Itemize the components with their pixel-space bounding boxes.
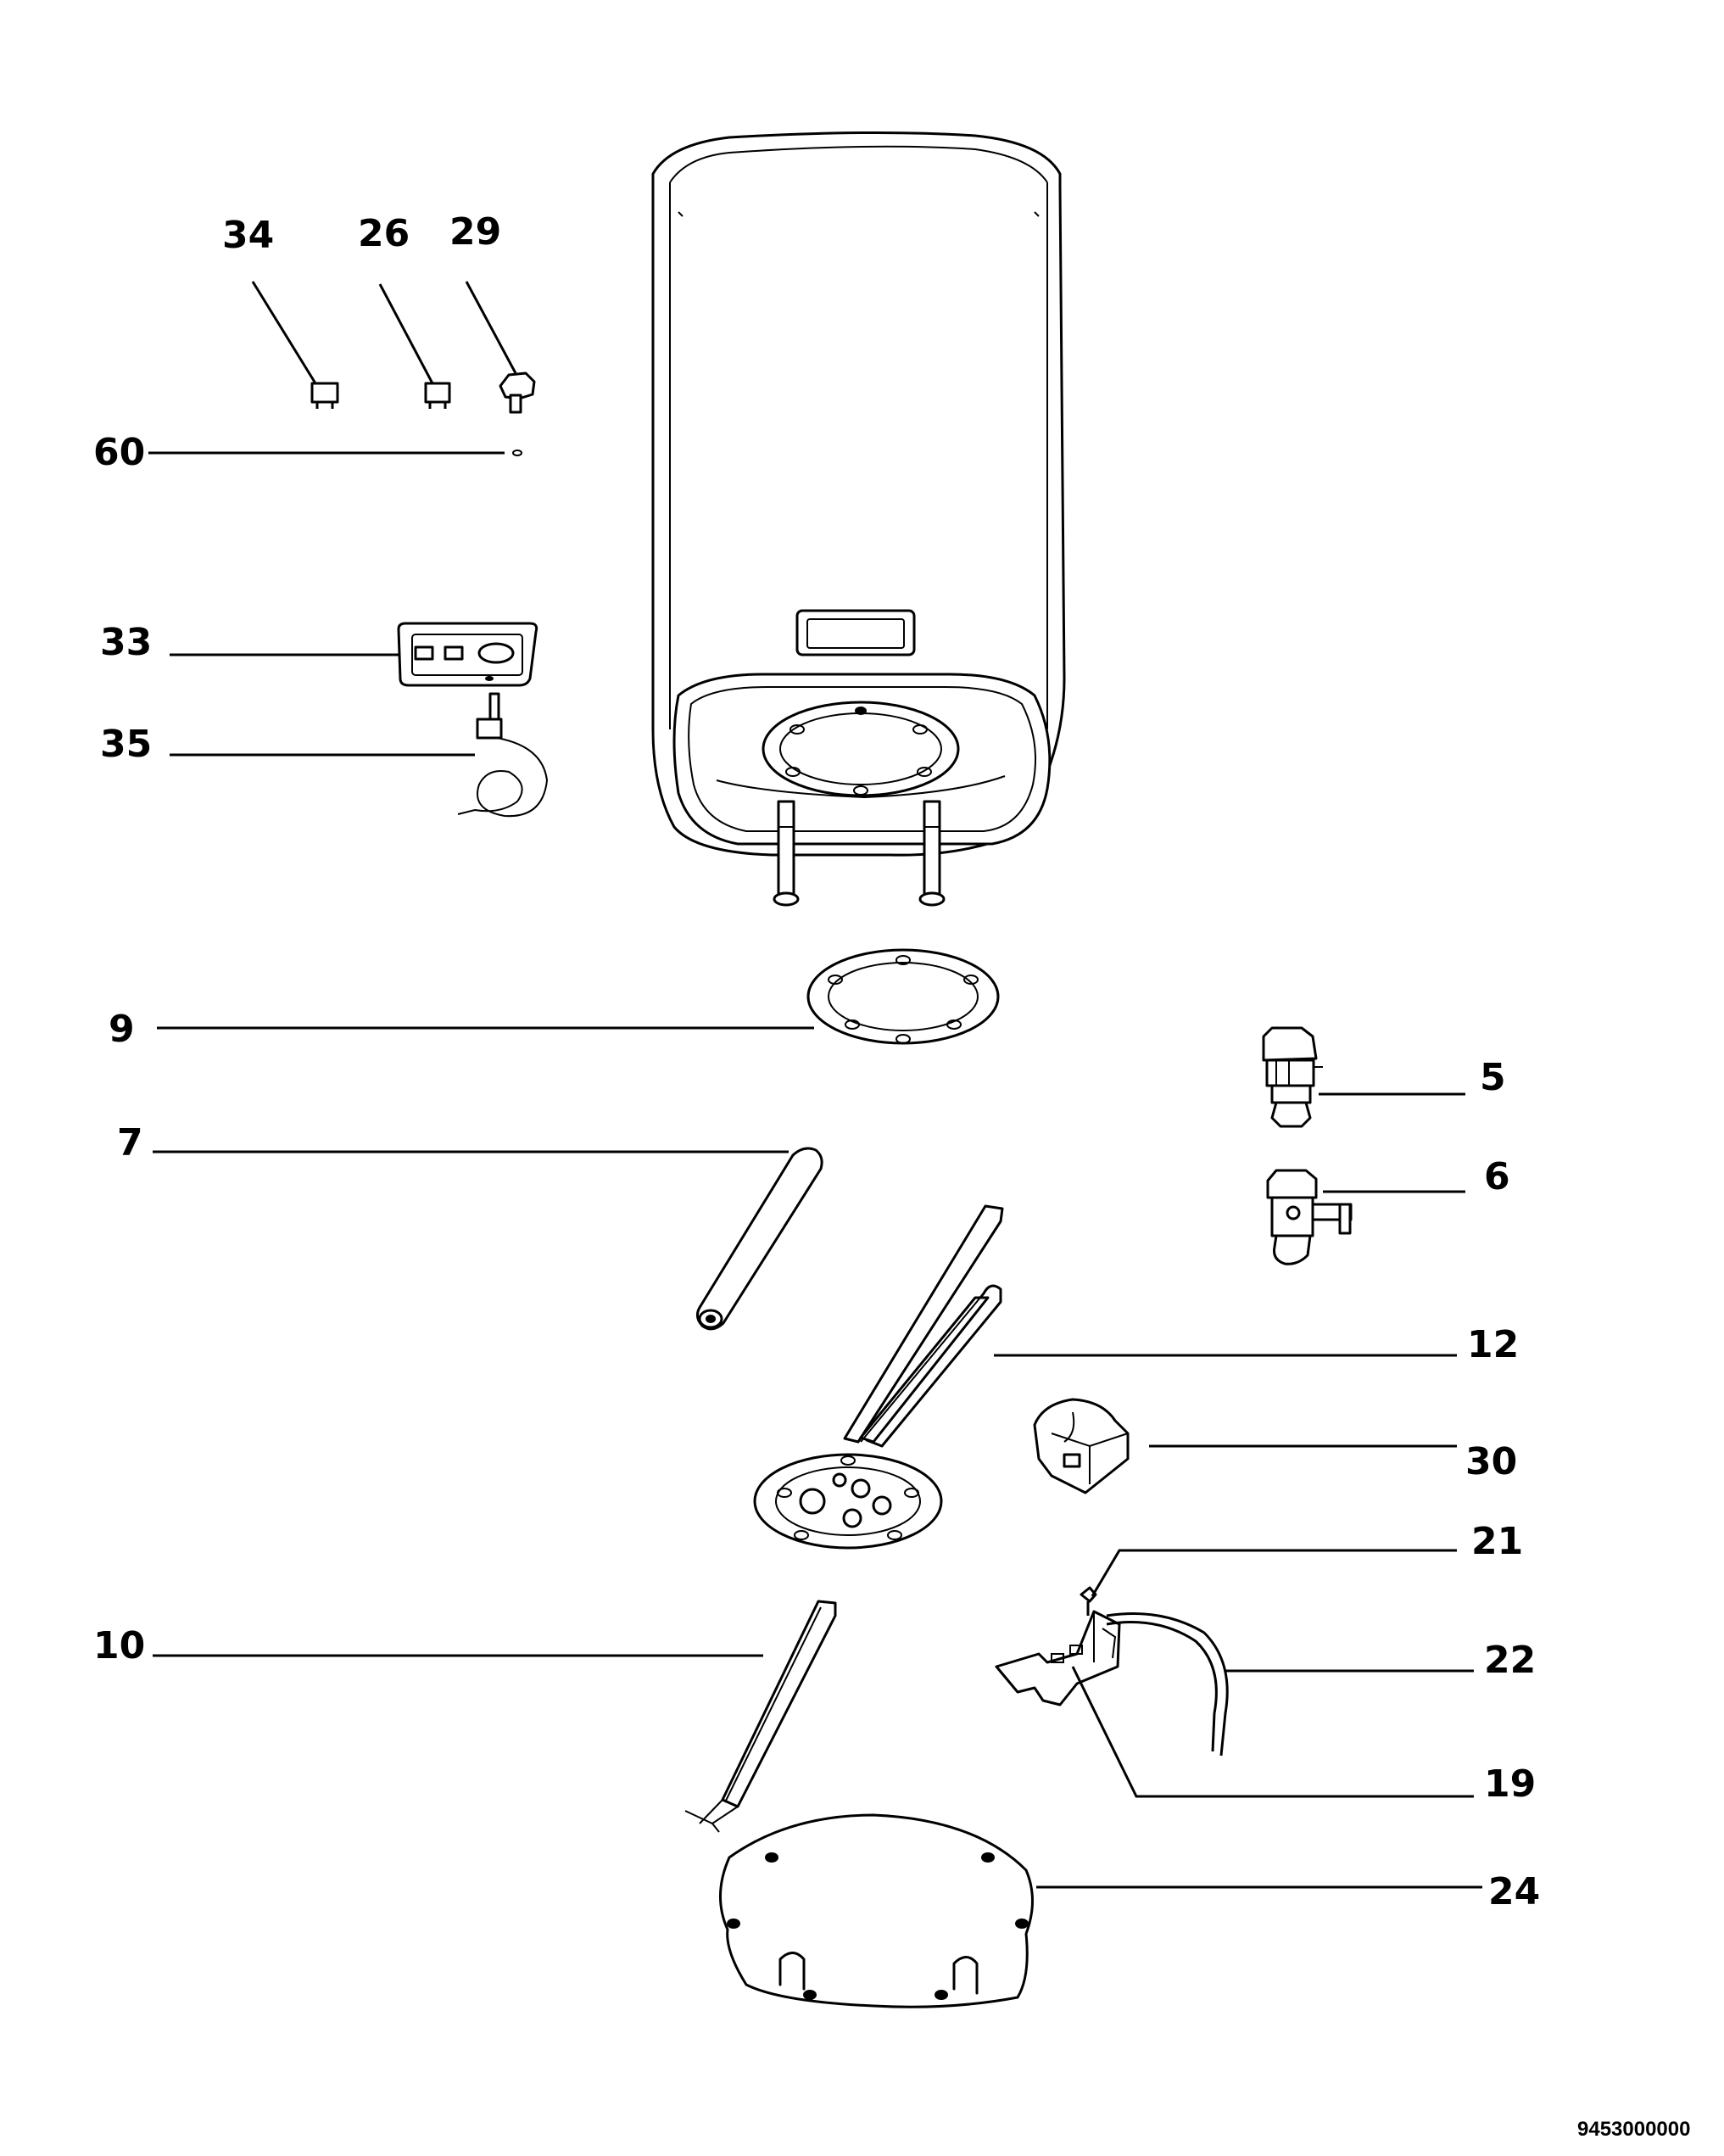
label-29: 29 bbox=[449, 210, 501, 254]
water-heater-tank bbox=[651, 131, 1066, 907]
part-labels: 34 26 29 60 33 35 9 7 5 6 12 30 21 22 19… bbox=[93, 210, 1690, 2141]
part-34-indicator-lamp bbox=[310, 382, 339, 409]
label-6: 6 bbox=[1484, 1155, 1510, 1198]
label-12: 12 bbox=[1467, 1323, 1519, 1366]
label-26: 26 bbox=[358, 212, 410, 255]
drawing-code: 9453000000 bbox=[1577, 2118, 1690, 2141]
label-33: 33 bbox=[100, 621, 152, 664]
label-34: 34 bbox=[222, 214, 274, 257]
label-60: 60 bbox=[93, 431, 145, 474]
label-22: 22 bbox=[1484, 1639, 1536, 1682]
label-7: 7 bbox=[117, 1121, 143, 1165]
label-21: 21 bbox=[1471, 1520, 1523, 1563]
leader-lines bbox=[148, 281, 1482, 1889]
part-60-small-ring bbox=[512, 450, 522, 456]
label-35: 35 bbox=[100, 723, 152, 766]
part-24-bottom-cover bbox=[719, 1813, 1034, 2008]
part-5-safety-valve bbox=[1262, 1026, 1323, 1128]
part-35-thermostat-capillary bbox=[457, 692, 549, 818]
part-12-heating-element bbox=[753, 1204, 1004, 1550]
part-10-heating-element bbox=[684, 1600, 837, 1833]
part-33-control-panel bbox=[397, 622, 538, 687]
label-19: 19 bbox=[1484, 1762, 1536, 1806]
label-10: 10 bbox=[93, 1624, 145, 1667]
part-7-anode-rod bbox=[696, 1147, 823, 1331]
part-6-valve-tee bbox=[1266, 1169, 1353, 1265]
label-30: 30 bbox=[1465, 1440, 1517, 1483]
part-22-cable bbox=[1106, 1612, 1229, 1757]
part-30-thermostat-holder bbox=[1033, 1398, 1130, 1494]
part-21-screw bbox=[1080, 1586, 1097, 1616]
part-19-mounting-bracket bbox=[995, 1610, 1121, 1706]
label-9: 9 bbox=[109, 1008, 135, 1051]
part-9-flange-gasket bbox=[806, 948, 1000, 1045]
part-29-thermostat-knob bbox=[499, 371, 536, 414]
label-5: 5 bbox=[1480, 1056, 1506, 1099]
part-26-indicator-lamp bbox=[424, 382, 451, 409]
label-24: 24 bbox=[1488, 1870, 1540, 1913]
